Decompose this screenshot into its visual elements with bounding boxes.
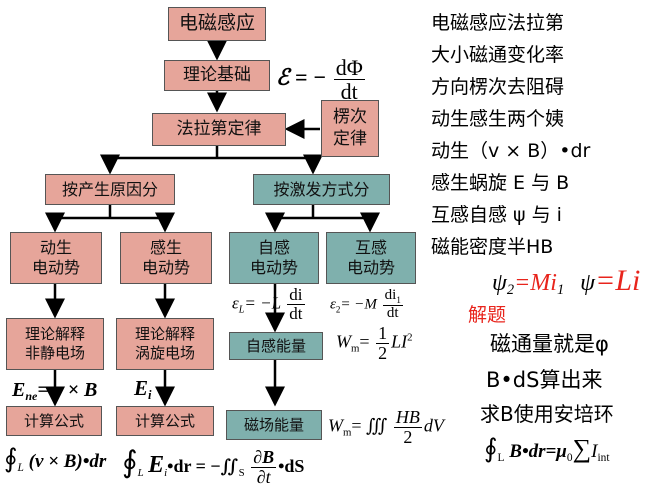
box-electromagnetic-induction: 电磁感应 — [168, 7, 266, 41]
solution-line-2: B•dS算出来 — [486, 368, 603, 392]
poem-line-4: 动生感生两个姨 — [431, 108, 565, 130]
poem-line-3: 方向楞次去阻碍 — [431, 76, 565, 98]
box-motional-emf: 动生 电动势 — [10, 232, 102, 284]
box-induced-emf: 感生 电动势 — [120, 232, 212, 284]
poem-line-2: 大小磁通变化率 — [431, 44, 565, 66]
formula-induced-integral: ∮L Ei•dr = −∬S ∂B∂t•dS — [122, 446, 305, 488]
box-self-inductance-emf: 自感 电动势 — [229, 232, 319, 284]
poem-line-7: 互感自感 ψ 与 i — [431, 204, 562, 226]
box-calc-formula-2: 计算公式 — [116, 406, 214, 436]
poem-line-6: 感生蜗旋 E 与 B — [431, 172, 570, 194]
formula-motional-integral: ∮L (v × B)•dr — [4, 444, 107, 474]
box-explain-vortex: 理论解释 涡旋电场 — [116, 318, 214, 370]
formula-vortex-field: Ei — [134, 376, 152, 402]
poem-line-1: 电磁感应法拉第 — [431, 12, 565, 34]
box-mutual-inductance-emf: 互感 电动势 — [326, 232, 416, 284]
formula-psi-relations: ψ2=Mi1 ψ=Li — [492, 264, 641, 298]
box-calc-formula-1: 计算公式 — [6, 406, 102, 436]
box-by-cause: 按产生原因分 — [45, 174, 175, 205]
poem-line-8: 磁能密度半HB — [431, 236, 554, 258]
formula-ampere-law: ∮L B•dr=μ0∑Iint — [484, 434, 610, 464]
formula-nonelectrostatic-field: Ene= v × B — [12, 379, 98, 403]
solution-line-3: 求B使用安培环 — [480, 402, 614, 426]
box-explain-nonelectrostatic: 理论解释 非静电场 — [6, 318, 104, 370]
box-self-inductance-energy: 自感能量 — [229, 332, 323, 360]
box-lenz-law: 楞次 定律 — [321, 100, 379, 157]
box-by-excitation: 按激发方式分 — [253, 174, 390, 205]
solution-line-1: 磁通量就是φ — [490, 332, 609, 356]
solution-heading: 解题 — [468, 304, 507, 326]
box-theory-basis: 理论基础 — [164, 60, 270, 91]
poem-line-5: 动生（v × B）•dr — [431, 140, 591, 162]
box-field-energy: 磁场能量 — [226, 410, 322, 440]
box-faraday-law: 法拉第定律 — [152, 113, 286, 146]
